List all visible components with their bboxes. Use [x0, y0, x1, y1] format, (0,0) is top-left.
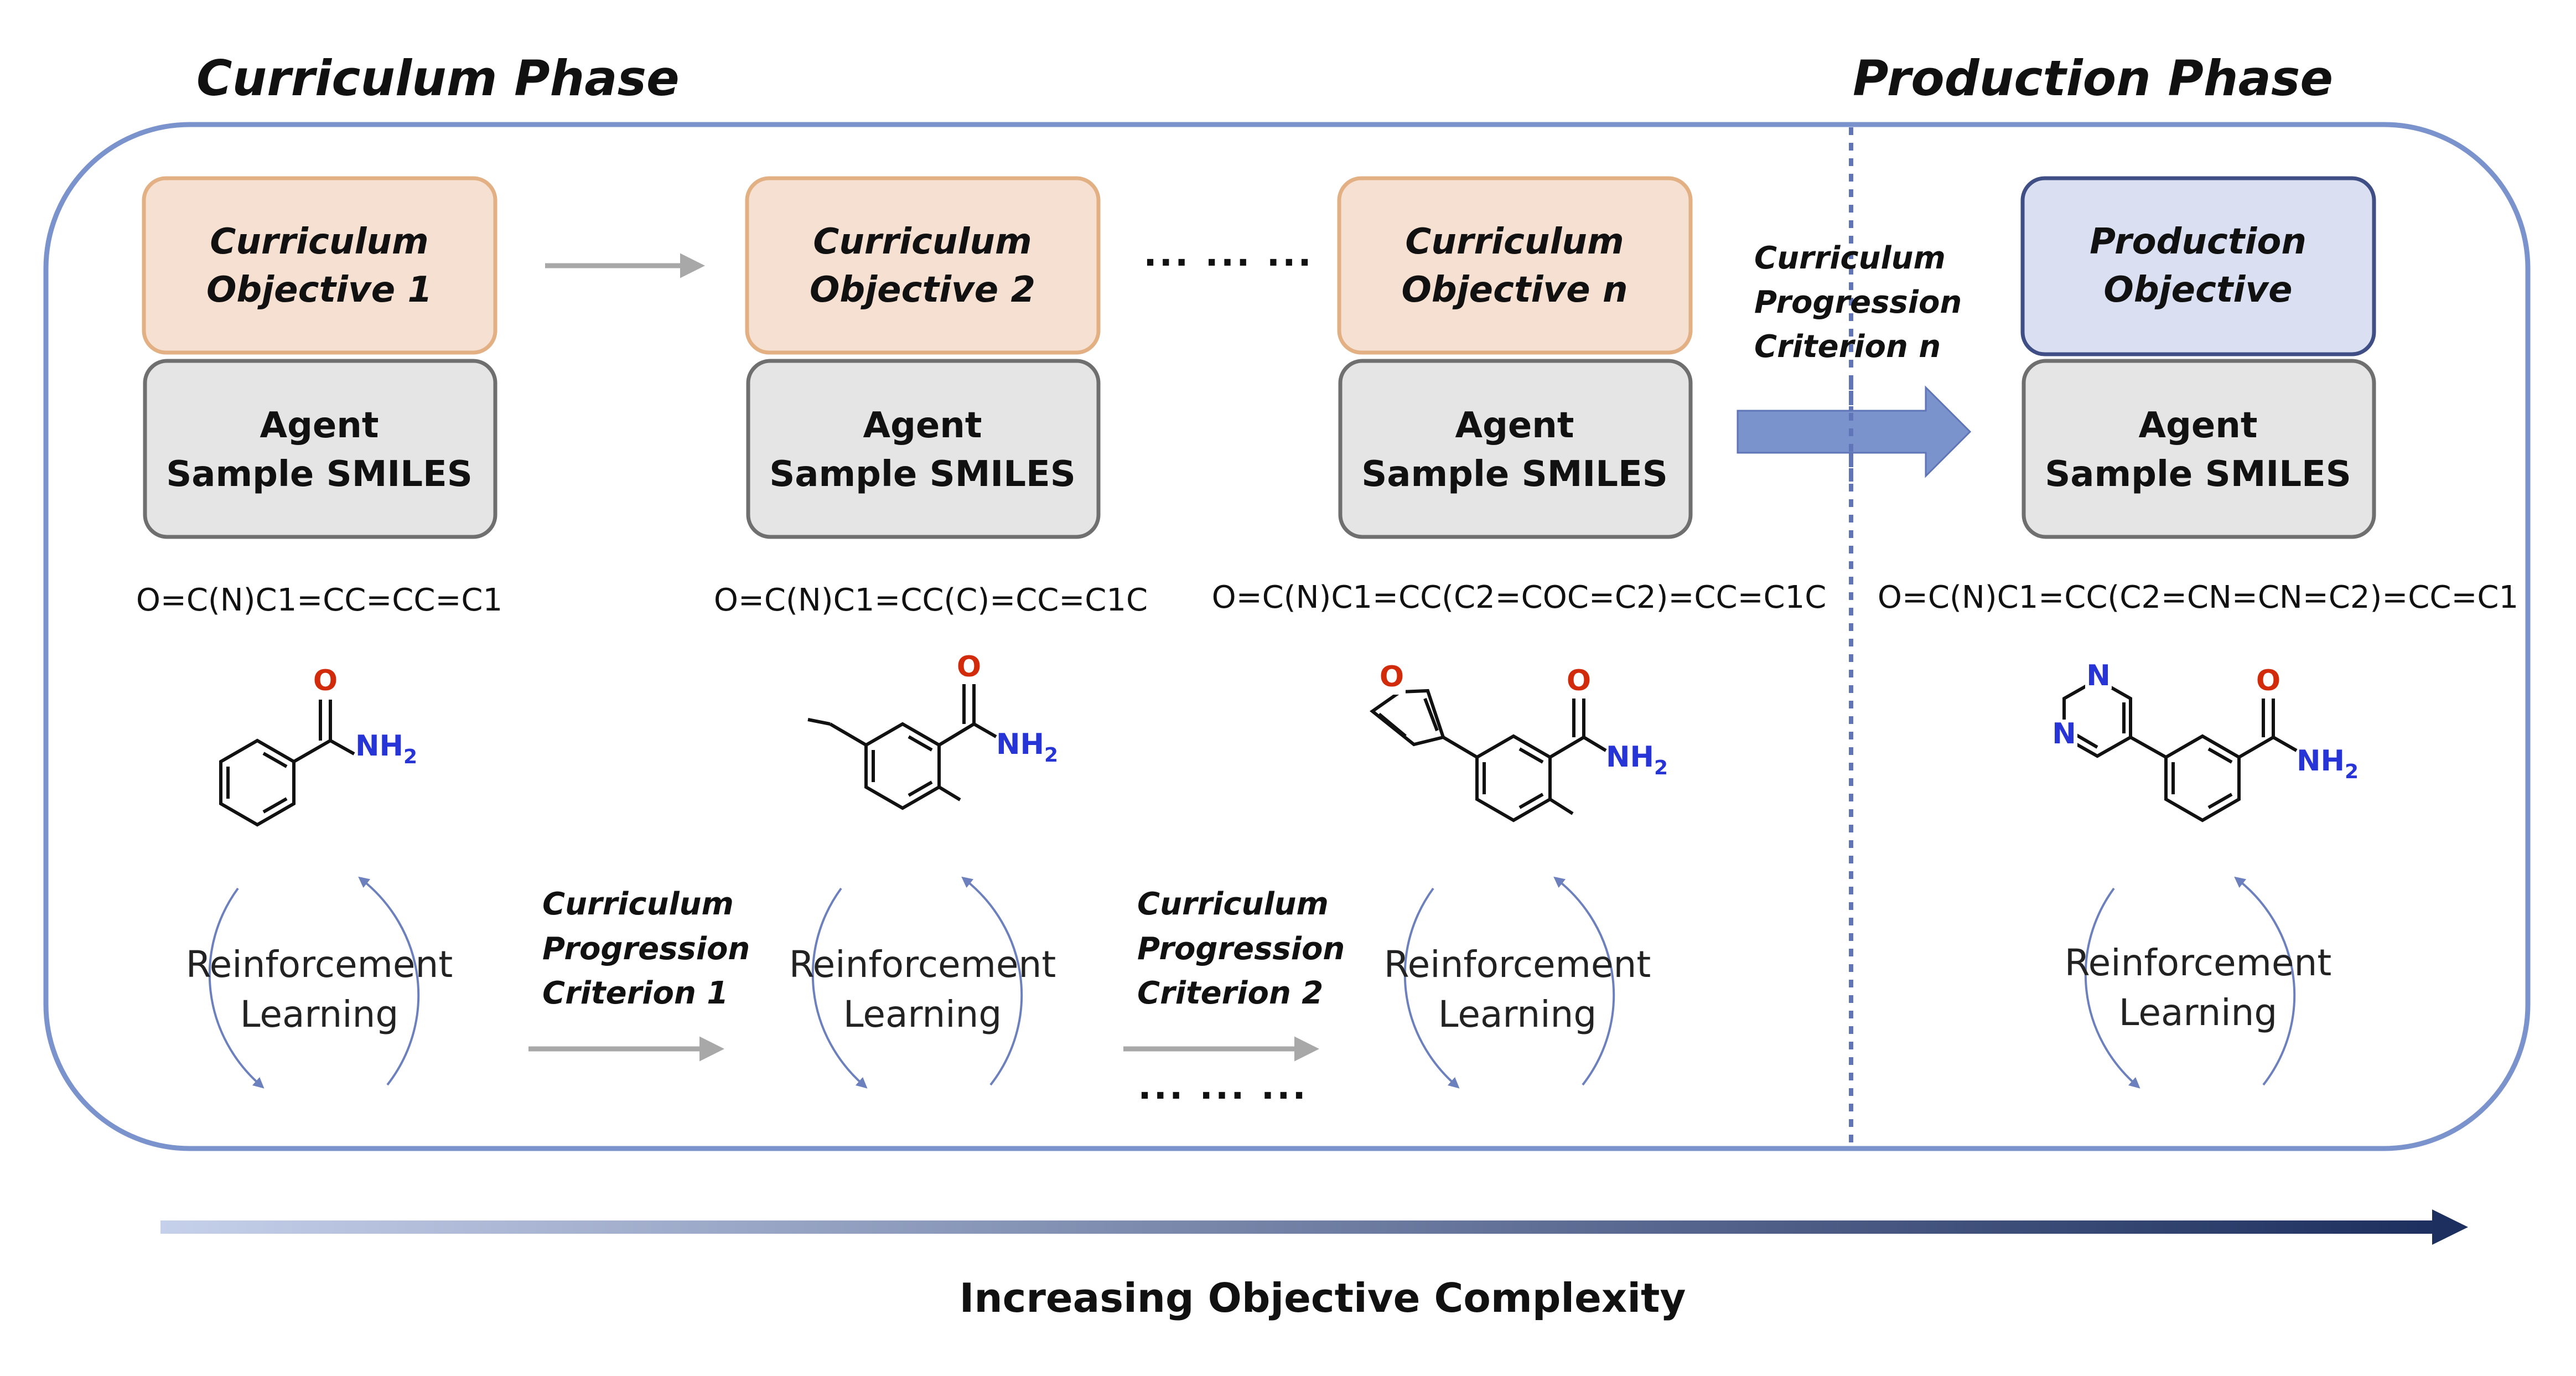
- complexity-axis-label: Increasing Objective Complexity: [960, 1275, 1686, 1321]
- agent-box-1-line1: Agent: [260, 405, 379, 446]
- atom-o-1: O: [313, 664, 338, 697]
- agent-box-2: [746, 359, 1101, 539]
- criterion-1-line1: Curriculum: [542, 886, 734, 922]
- rl-label-n-line1: Reinforcement: [1384, 943, 1651, 986]
- production-phase-title: Production Phase: [1853, 50, 2333, 107]
- agent-box-production-line1: Agent: [2139, 405, 2258, 446]
- rl-arc-right-2: [961, 876, 1023, 1086]
- production-objective-line2: Objective: [2103, 270, 2292, 311]
- criterion-2-line3: Criterion 2: [1137, 975, 1323, 1011]
- rl-label-1-line2: Learning: [240, 993, 399, 1036]
- rl-label-production-line2: Learning: [2119, 991, 2278, 1034]
- atom-nh2-production: NH2: [2297, 744, 2359, 783]
- stage-1: Curriculum Objective 1 Agent Sample SMIL…: [136, 176, 502, 1089]
- molecule-benzamide: [219, 700, 355, 827]
- rl-arc-right-production: [2234, 876, 2296, 1086]
- agent-box-production: [2022, 359, 2376, 539]
- rl-arc-left-n: [1403, 887, 1460, 1089]
- atom-nh2-1: NH2: [355, 730, 417, 768]
- complexity-arrow-shaft: [160, 1220, 2440, 1234]
- production-objective-line1: Production: [2090, 221, 2307, 262]
- rl-arc-left-1: [208, 887, 265, 1089]
- atom-o-furan-bg: [1378, 667, 1406, 695]
- production-transition-arrow: [1737, 385, 1972, 478]
- smiles-2: O=C(N)C1=CC(C)=CC=C1C: [714, 582, 1148, 618]
- agent-box-1: [143, 359, 497, 539]
- curriculum-phase-title: Curriculum Phase: [196, 50, 680, 107]
- objective-box-2-line1: Curriculum: [813, 221, 1032, 262]
- molecule-dimethylbenzamide: [807, 684, 997, 810]
- agent-box-2-line1: Agent: [863, 405, 982, 446]
- criterion-n-line2: Progression: [1754, 284, 1962, 320]
- criterion-n-line1: Curriculum: [1754, 240, 1946, 276]
- stage-production: Production Objective Agent Sample SMILES…: [1878, 176, 2518, 1089]
- criterion-1-line2: Progression: [542, 931, 750, 967]
- criterion-2-line2: Progression: [1137, 931, 1345, 967]
- agent-box-2-line2: Sample SMILES: [769, 454, 1076, 495]
- objective-box-n-line2: Objective n: [1402, 270, 1628, 311]
- agent-box-n: [1338, 359, 1693, 539]
- rl-label-n-line2: Learning: [1438, 993, 1597, 1036]
- outer-frame: [43, 122, 2531, 1151]
- molecule-pyrimidinyl-benzamide: [2062, 677, 2298, 823]
- objective-box-2-line2: Objective 2: [810, 270, 1035, 311]
- criterion-n: Curriculum Progression Criterion n: [1754, 240, 1962, 365]
- agent-box-n-line2: Sample SMILES: [1361, 454, 1668, 495]
- stage-n: Curriculum Objective n Agent Sample SMIL…: [1212, 176, 1827, 1089]
- complexity-arrow-head: [2432, 1209, 2468, 1245]
- objective-box-n-line1: Curriculum: [1405, 221, 1624, 262]
- agent-box-1-line2: Sample SMILES: [166, 454, 473, 495]
- criterion-n-line3: Criterion n: [1754, 329, 1941, 365]
- objective-box-n: [1337, 176, 1693, 355]
- rl-arc-right-n: [1553, 876, 1615, 1086]
- criterion-2-line1: Curriculum: [1137, 886, 1329, 922]
- smiles-production: O=C(N)C1=CC(C2=CN=CN=C2)=CC=C1: [1878, 580, 2518, 615]
- agent-box-production-line2: Sample SMILES: [2045, 454, 2351, 495]
- atom-nh2-2: NH2: [996, 728, 1058, 767]
- objective-box-1-line2: Objective 1: [206, 270, 432, 311]
- criterion-1-line3: Criterion 1: [542, 975, 728, 1011]
- objective-box-1: [142, 176, 497, 355]
- smiles-1: O=C(N)C1=CC=CC=C1: [136, 582, 502, 618]
- agent-box-n-line1: Agent: [1455, 405, 1574, 446]
- production-objective-box: [2020, 176, 2376, 356]
- rl-label-1-line1: Reinforcement: [186, 943, 453, 986]
- objective-box-2: [745, 176, 1101, 355]
- objective-ellipsis: ... ... ...: [1143, 234, 1313, 275]
- atom-n-left: N: [2052, 717, 2076, 751]
- atom-nh2-n: NH2: [1606, 741, 1668, 779]
- rl-arc-left-2: [811, 887, 868, 1089]
- rl-ellipsis: ... ... ...: [1138, 1067, 1308, 1108]
- criterion-1: Curriculum Progression Criterion 1: [542, 886, 750, 1011]
- rl-label-2-line2: Learning: [843, 993, 1002, 1036]
- molecule-furanyl-benzamide: [1369, 689, 1607, 823]
- rl-arc-right-1: [358, 876, 420, 1086]
- rl-label-production-line1: Reinforcement: [2065, 942, 2331, 984]
- stage-2: Curriculum Objective 2 Agent Sample SMIL…: [714, 176, 1148, 1089]
- objective-box-1-line1: Curriculum: [210, 221, 428, 262]
- atom-o-furan: O: [1380, 660, 1404, 694]
- atom-o-2: O: [957, 650, 981, 684]
- atom-o-production: O: [2256, 664, 2280, 697]
- atom-o-n: O: [1567, 664, 1591, 697]
- atom-n-top-bg: [2085, 661, 2112, 689]
- atom-n-top: N: [2086, 659, 2111, 692]
- criterion-2: Curriculum Progression Criterion 2: [1137, 886, 1345, 1011]
- rl-label-2-line1: Reinforcement: [789, 943, 1056, 986]
- smiles-n: O=C(N)C1=CC(C2=COC=C2)=CC=C1C: [1212, 580, 1827, 615]
- atom-n-left-bg: [2051, 720, 2077, 747]
- rl-arc-left-production: [2084, 887, 2140, 1089]
